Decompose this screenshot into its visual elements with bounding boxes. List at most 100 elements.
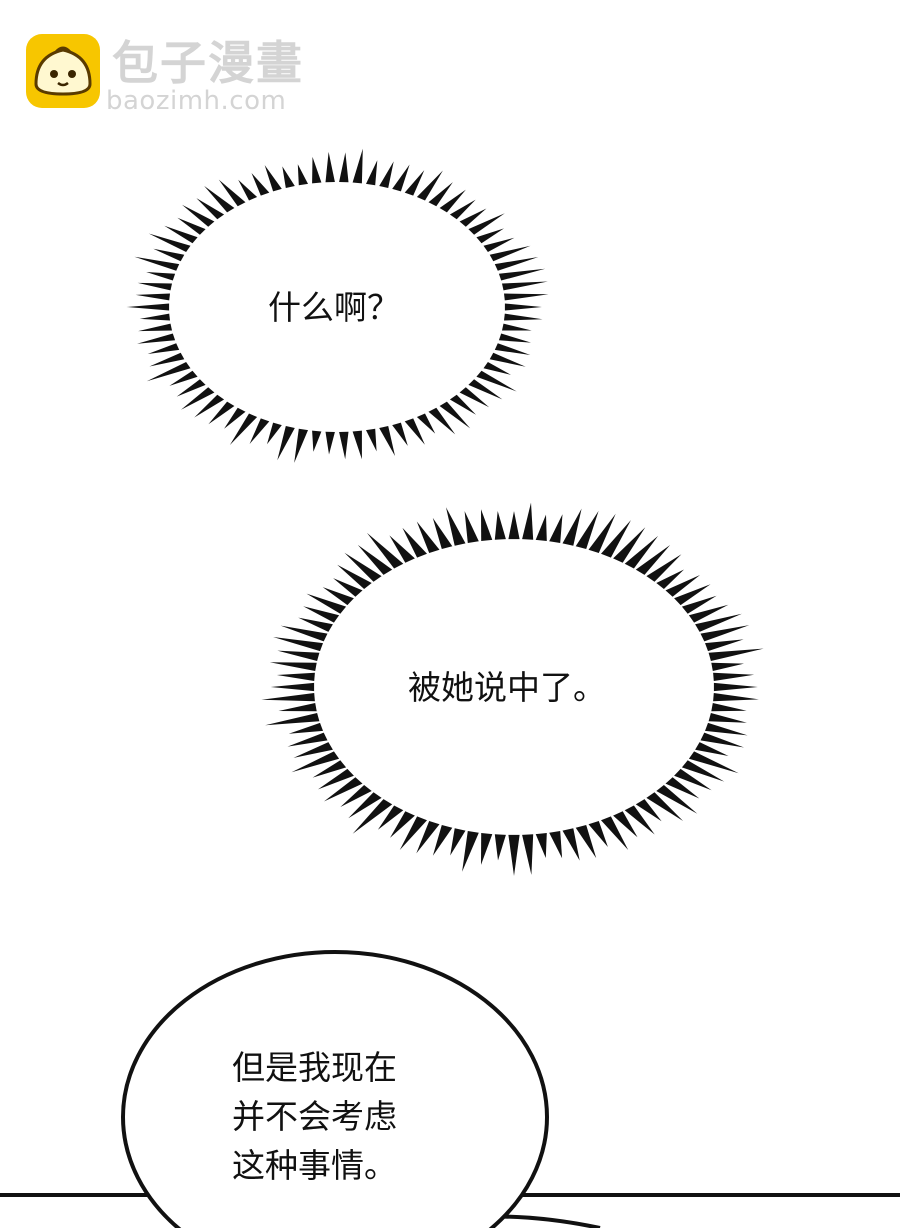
speech-bubble — [121, 950, 549, 1228]
burst-spike — [601, 816, 629, 850]
burst-spike — [339, 431, 349, 460]
burst-spike — [318, 768, 354, 790]
burst-spike — [194, 394, 225, 418]
burst-spike — [379, 161, 394, 188]
burst-bubble-2 — [261, 502, 764, 876]
burst-spike — [462, 831, 479, 872]
burst-spike — [269, 662, 317, 671]
speech-line: 并不会考虑 — [232, 1097, 397, 1136]
burst-spike — [137, 333, 176, 344]
watermark-name: 包子漫畫 — [112, 36, 304, 90]
burst-spike — [468, 213, 505, 235]
burst-spike — [137, 282, 172, 291]
burst-spike — [708, 713, 747, 723]
speech-line: 这种事情。 — [232, 1146, 397, 1185]
burst-spike — [468, 379, 503, 400]
burst-spike — [267, 422, 282, 445]
burst-spike — [294, 428, 308, 463]
burst-spike — [476, 370, 517, 392]
burst-spike — [688, 751, 739, 774]
burst-spike — [535, 514, 547, 541]
burst-spike — [148, 233, 191, 252]
burst-spike — [176, 379, 206, 397]
burst-spike — [588, 821, 608, 847]
burst-spike — [277, 650, 320, 661]
burst-spike — [483, 362, 511, 375]
burst-spike — [665, 575, 700, 597]
burst-spike — [379, 426, 395, 456]
burst-spike — [575, 825, 597, 859]
burst-spike — [635, 545, 671, 575]
burst-spike — [339, 152, 349, 183]
burst-spike — [348, 792, 382, 819]
burst-spike — [288, 722, 323, 734]
burst-spike — [624, 805, 655, 835]
burst-spike — [251, 173, 270, 196]
burst-spike — [522, 502, 534, 540]
burst-spike — [392, 164, 410, 192]
burst-spike — [229, 413, 258, 445]
burst-spike — [713, 682, 758, 692]
burst-spike — [416, 170, 443, 201]
burst-spike — [276, 672, 315, 681]
burst-spike — [613, 811, 638, 838]
burst-spike — [196, 198, 225, 220]
burst-spike — [588, 513, 616, 553]
burst-spike — [713, 693, 759, 702]
burst-spike — [312, 760, 347, 778]
burst-spike — [476, 228, 504, 244]
burst-spike — [656, 785, 698, 814]
burst-spike — [494, 834, 506, 861]
burst-spike — [126, 303, 170, 311]
burst-spike — [504, 313, 543, 321]
burst-spike — [273, 637, 323, 652]
burst-spike — [439, 189, 466, 213]
burst-spike — [138, 323, 172, 332]
burst-spike — [459, 208, 487, 227]
burst-spike — [562, 508, 582, 546]
burst-spike — [306, 593, 347, 614]
burst-spike — [502, 323, 532, 331]
burst-spike — [489, 245, 531, 262]
burst-spike — [613, 527, 646, 563]
watermark-logo: 包子漫畫 baozimh.com — [26, 34, 326, 116]
burst-spike — [428, 407, 456, 435]
burst-spike — [344, 552, 382, 582]
speech-line: 但是我现在 — [232, 1048, 397, 1087]
burst-spike — [291, 751, 340, 773]
burst-spike — [177, 217, 206, 235]
burst-spike — [700, 625, 750, 642]
burst-spike — [264, 165, 282, 192]
burst-spike — [399, 816, 427, 850]
burst-spike — [153, 248, 185, 262]
burst-spike — [624, 535, 659, 569]
burst-spike — [494, 343, 531, 355]
burst-spike — [298, 617, 333, 632]
burst-spike — [508, 834, 520, 876]
burst-spike — [340, 785, 372, 807]
burst-spike — [416, 521, 440, 553]
burst-spike — [404, 170, 425, 196]
burst-spike — [522, 834, 534, 875]
burst-bubble-1 — [126, 148, 549, 463]
burst-spike — [432, 825, 453, 856]
burst-spike — [303, 606, 340, 623]
burst-spike — [325, 431, 335, 455]
burst-spike — [337, 564, 372, 589]
burst-2-text: 被她说中了。 — [408, 668, 606, 707]
burst-spike — [646, 554, 682, 582]
burst-1-text: 什么啊？ — [268, 288, 400, 327]
burst-spike — [489, 352, 526, 367]
burst-spike — [711, 703, 747, 712]
burst-spike — [674, 768, 712, 791]
burst-spike — [181, 387, 215, 410]
burst-spike — [549, 831, 563, 859]
burst-spike — [508, 511, 520, 540]
burst-spike — [146, 362, 191, 382]
burst-spike — [297, 164, 308, 186]
burst-spike — [204, 185, 235, 213]
burst-spike — [502, 281, 548, 291]
burst-spike — [277, 426, 295, 461]
burst-spike — [169, 370, 198, 386]
